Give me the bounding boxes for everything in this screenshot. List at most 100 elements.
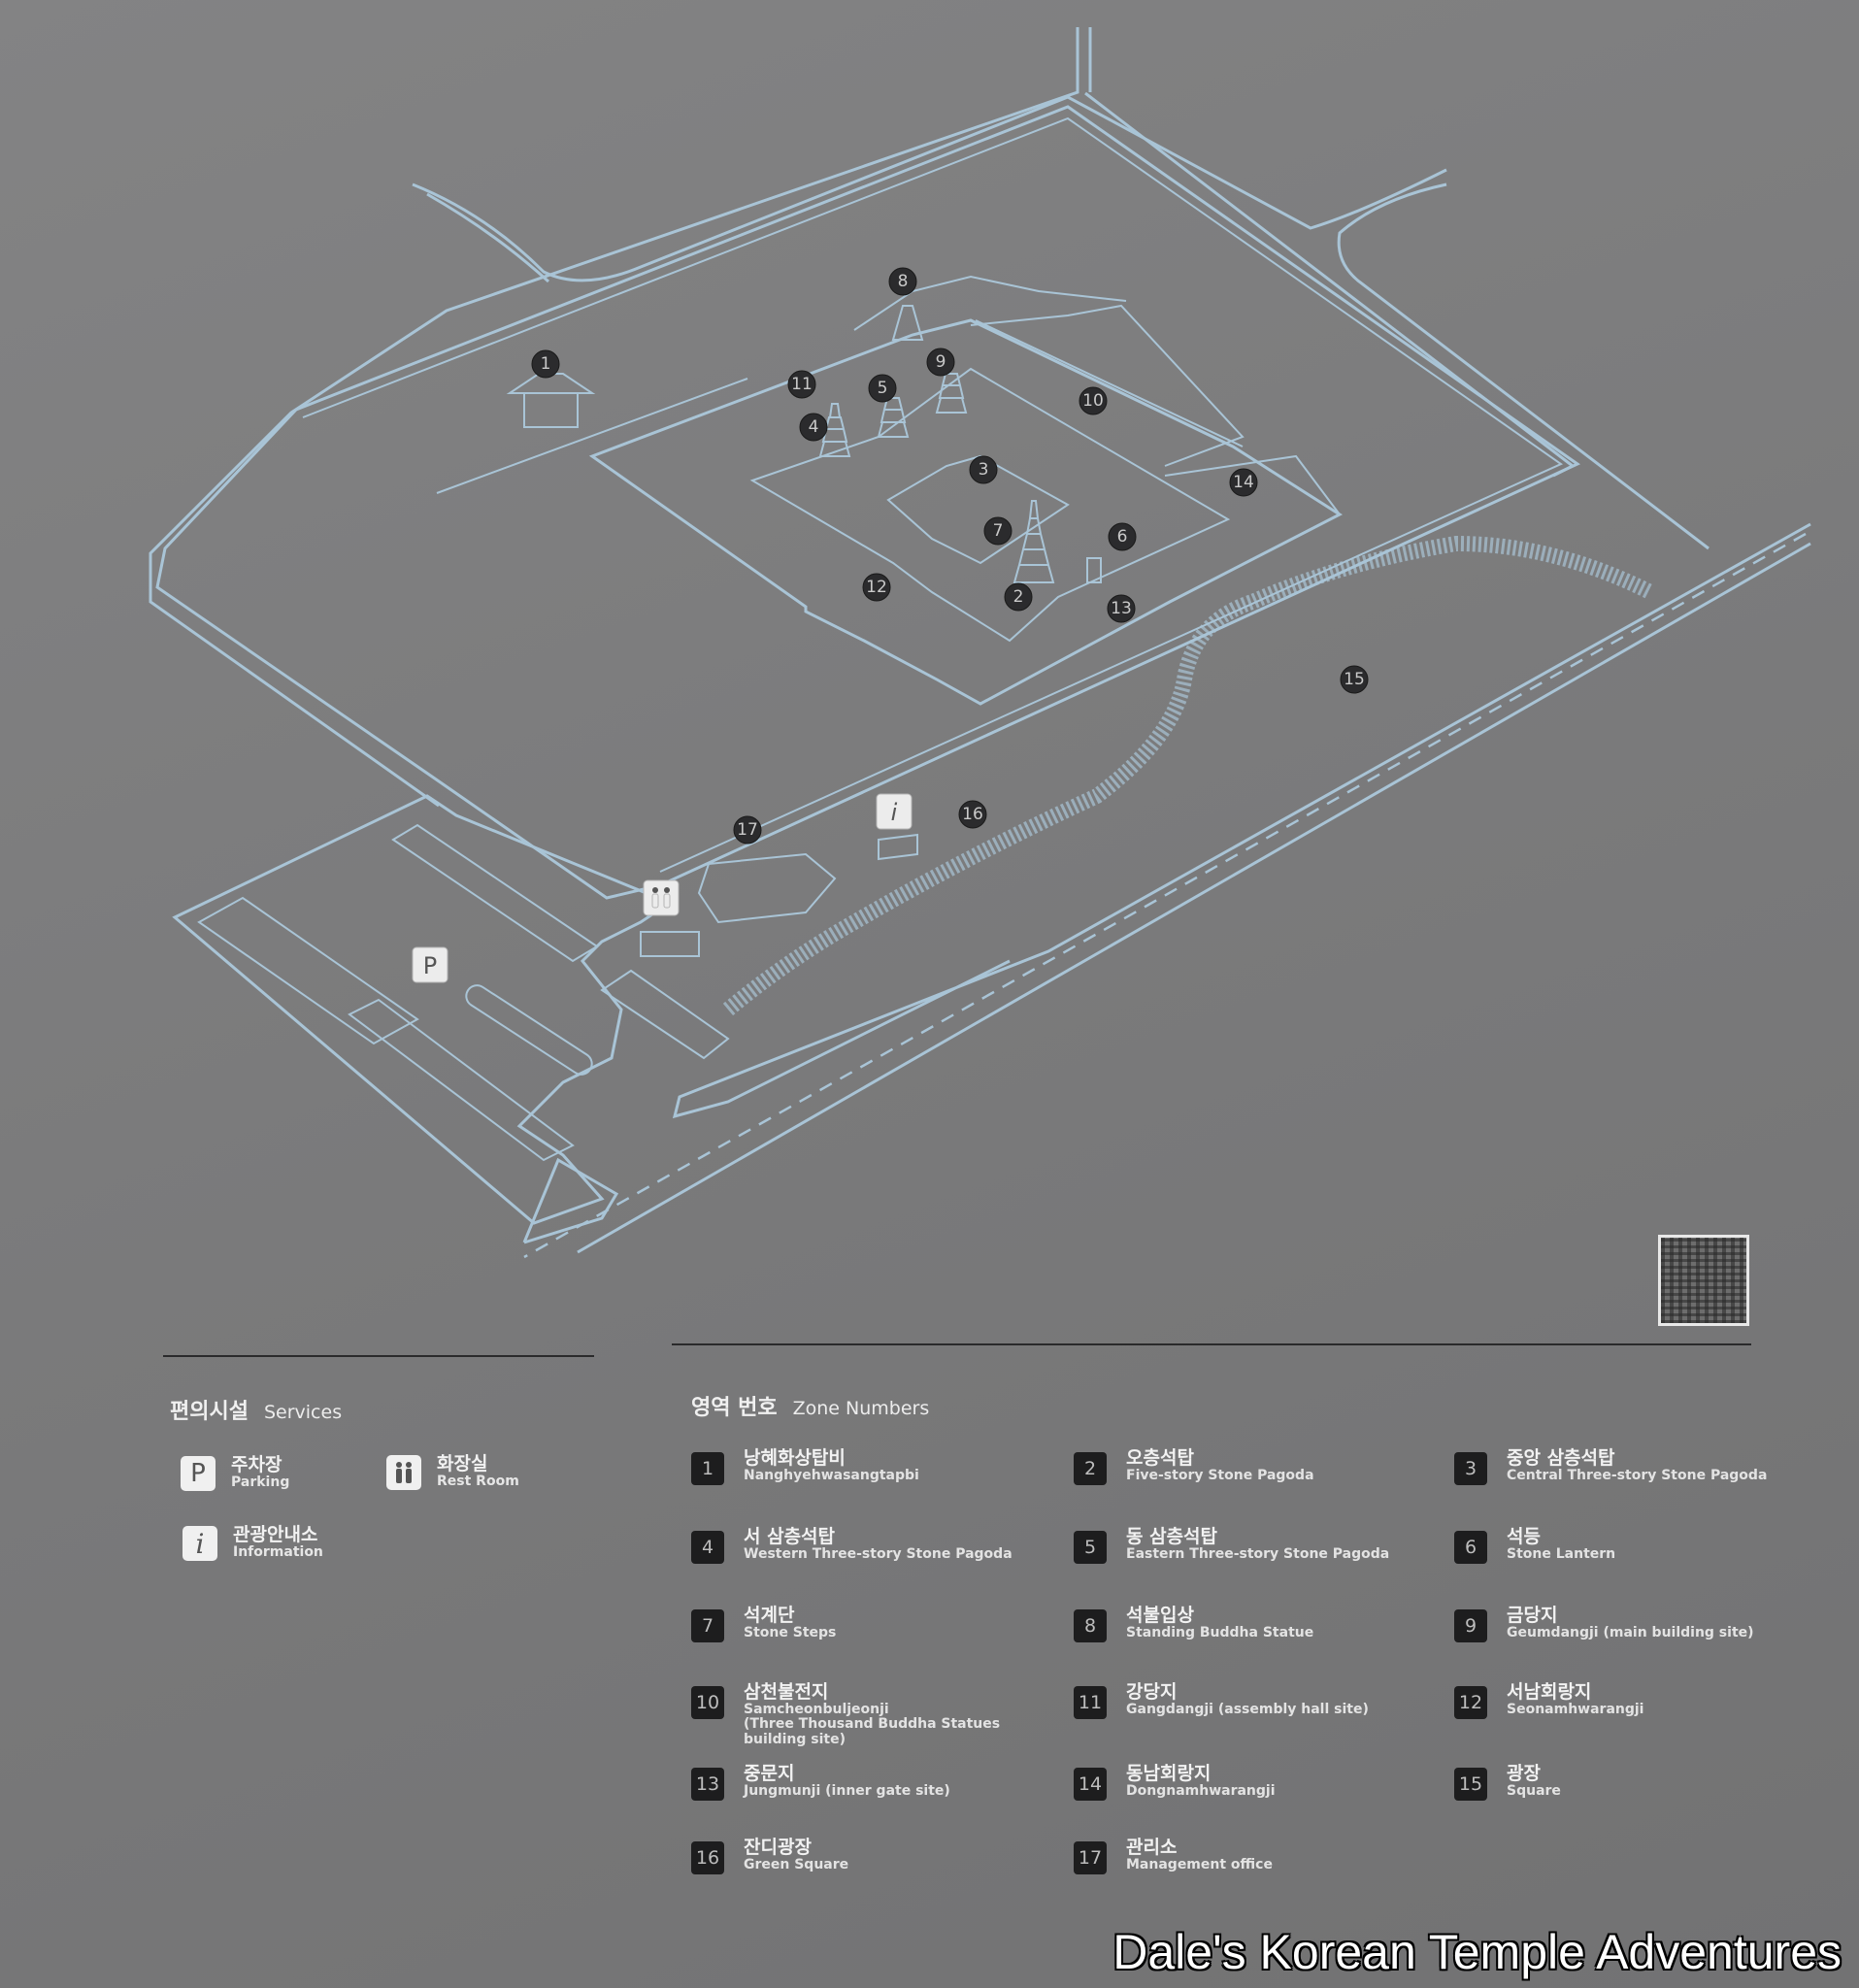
zone-name-ko: 오층석탑 (1126, 1447, 1194, 1469)
marker-label: 7 (993, 521, 1004, 541)
services-title-en: Services (263, 1402, 343, 1423)
marker-label: 8 (898, 272, 909, 291)
parking-lot (172, 794, 730, 1225)
zone-name-ko: 관리소 (1126, 1837, 1178, 1858)
services-title-ko: 편의시설 (170, 1400, 249, 1424)
map-marker-3[interactable]: 3 (969, 455, 998, 484)
zone-number-badge: 11 (1074, 1686, 1107, 1719)
marker-label: 12 (866, 578, 887, 597)
zone-name-ko: 강당지 (1126, 1681, 1178, 1703)
map-marker-10[interactable]: 10 (1079, 386, 1108, 415)
zone-name-en: Eastern Three-story Stone Pagoda (1126, 1545, 1390, 1562)
map-marker-15[interactable]: 15 (1340, 665, 1369, 694)
inner-precinct (588, 275, 1344, 706)
zone-name-en: Geumdangji (main building site) (1507, 1624, 1754, 1640)
roads (149, 27, 1710, 808)
map-marker-12[interactable]: 12 (862, 573, 891, 602)
marker-label: 2 (1013, 587, 1024, 607)
zone-number-badge: 8 (1074, 1609, 1107, 1642)
marker-label: 16 (962, 805, 983, 824)
zone-number-badge: 15 (1454, 1768, 1487, 1801)
marker-label: 15 (1344, 670, 1365, 689)
zone-name-ko: 석불입상 (1126, 1605, 1194, 1626)
service-information: i 관광안내소 Information (183, 1524, 323, 1561)
qr-code[interactable] (1658, 1235, 1749, 1326)
zone-number-badge: 14 (1074, 1768, 1107, 1801)
map-marker-14[interactable]: 14 (1229, 468, 1258, 497)
zone-number-badge: 9 (1454, 1609, 1487, 1642)
zone-number-badge: 3 (1454, 1452, 1487, 1485)
zone-name-ko: 서 삼층석탑 (744, 1526, 836, 1547)
map-marker-11[interactable]: 11 (787, 370, 816, 399)
zone-name-en: Dongnamhwarangji (1126, 1782, 1276, 1799)
marker-label: 3 (979, 460, 989, 480)
zone-name-en: Standing Buddha Statue (1126, 1624, 1314, 1640)
marker-label: 5 (878, 379, 888, 398)
map-icon-restroom[interactable] (643, 879, 680, 916)
zone-name-en: Seonamhwarangji (1507, 1701, 1644, 1717)
marker-label: 10 (1082, 391, 1104, 411)
services-rule (163, 1355, 594, 1357)
marker-label: 6 (1117, 527, 1128, 547)
zone-name-en: Samcheonbuljeonji (744, 1701, 889, 1717)
map-icon-parking[interactable]: P (412, 946, 448, 983)
services-title: 편의시설 Services (170, 1394, 342, 1425)
zones-rule (672, 1343, 1751, 1345)
service-label-en: Information (233, 1543, 323, 1560)
map-marker-7[interactable]: 7 (983, 516, 1012, 546)
service-label-ko: 관광안내소 (233, 1524, 318, 1545)
service-parking: P 주차장 Parking (181, 1454, 289, 1491)
map-marker-9[interactable]: 9 (926, 348, 955, 377)
map-marker-2[interactable]: 2 (1004, 582, 1033, 612)
service-label-ko: 주차장 (231, 1454, 282, 1475)
zone-number-badge: 13 (691, 1768, 724, 1801)
zone-name-en: Stone Lantern (1507, 1545, 1616, 1562)
zone-number-badge: 4 (691, 1531, 724, 1564)
zone-name-ko: 석등 (1507, 1526, 1541, 1547)
map-marker-4[interactable]: 4 (799, 413, 828, 442)
map-icon-info[interactable]: i (876, 793, 913, 830)
zone-name-en: Gangdangji (assembly hall site) (1126, 1701, 1369, 1717)
info-icon: i (183, 1526, 217, 1561)
zone-name-en: Western Three-story Stone Pagoda (744, 1545, 1012, 1562)
service-label-en: Rest Room (437, 1473, 519, 1489)
zone-name-ko: 중앙 삼층석탑 (1507, 1447, 1615, 1469)
zone-number-badge: 17 (1074, 1841, 1107, 1874)
bottom-buildings (640, 833, 918, 957)
zone-name-en: Square (1507, 1782, 1561, 1799)
zone-number-badge: 2 (1074, 1452, 1107, 1485)
restroom-icon (651, 887, 671, 909)
zone-name-ko: 광장 (1507, 1763, 1541, 1784)
map-marker-5[interactable]: 5 (868, 374, 897, 403)
zones-title-ko: 영역 번호 (691, 1396, 778, 1420)
parking-icon: P (181, 1456, 216, 1491)
map-marker-6[interactable]: 6 (1108, 522, 1137, 551)
zone-name-ko: 금당지 (1507, 1605, 1558, 1626)
pagodas (818, 305, 1102, 583)
map-marker-8[interactable]: 8 (888, 267, 917, 296)
map-marker-1[interactable]: 1 (531, 349, 560, 379)
map-marker-13[interactable]: 13 (1107, 594, 1136, 623)
map-marker-16[interactable]: 16 (958, 800, 987, 829)
zone-name-en: Management office (1126, 1856, 1273, 1872)
zone-number-badge: 1 (691, 1452, 724, 1485)
marker-label: 11 (791, 375, 813, 394)
map-marker-17[interactable]: 17 (733, 815, 762, 845)
marker-label: 13 (1111, 599, 1132, 618)
pavilion (506, 373, 596, 428)
zone-number-badge: 16 (691, 1841, 724, 1874)
